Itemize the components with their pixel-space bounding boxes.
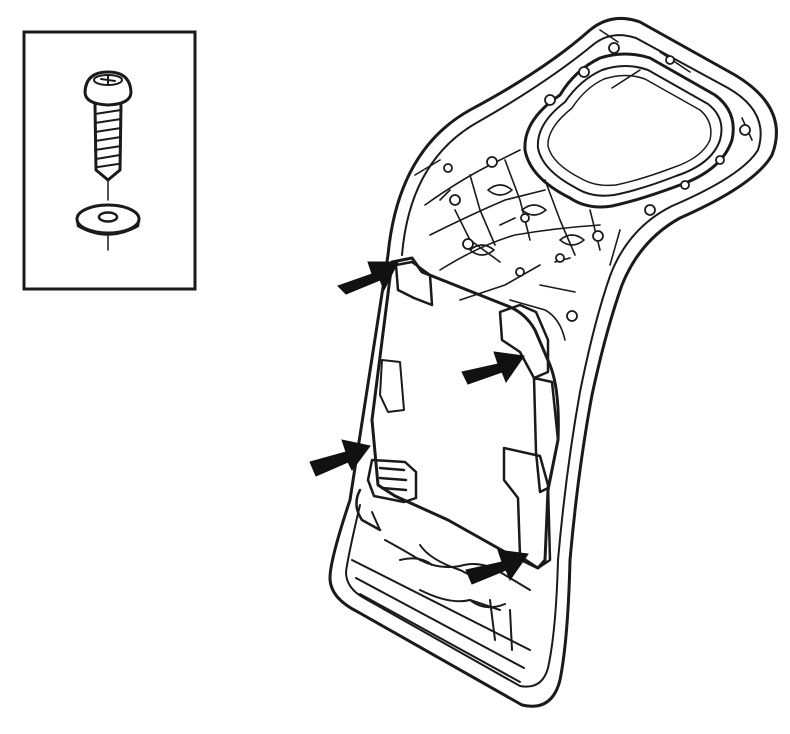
panel-rib-structure: [414, 29, 753, 341]
panel-window-opening: [523, 52, 735, 209]
arrow-top-lug-icon: [337, 261, 399, 295]
harness-connector: [355, 458, 418, 532]
control-module-plate: [355, 256, 560, 609]
panel-lower-pocket: [351, 511, 531, 683]
arrow-lower-bracket-icon: [465, 549, 529, 585]
pointer-arrows: [309, 261, 529, 585]
wire-harness: [384, 539, 531, 609]
clip-bosses: [443, 42, 751, 322]
arrow-right-bracket-icon: [461, 351, 525, 385]
washer-icon: [75, 203, 141, 236]
screw-inset: [22, 30, 197, 291]
panel-outer-shell: [328, 16, 778, 708]
door-trim-panel: [328, 16, 778, 708]
arrow-connector-icon: [309, 439, 371, 477]
module-plate-body: [370, 256, 560, 570]
screw-icon: [83, 70, 133, 251]
